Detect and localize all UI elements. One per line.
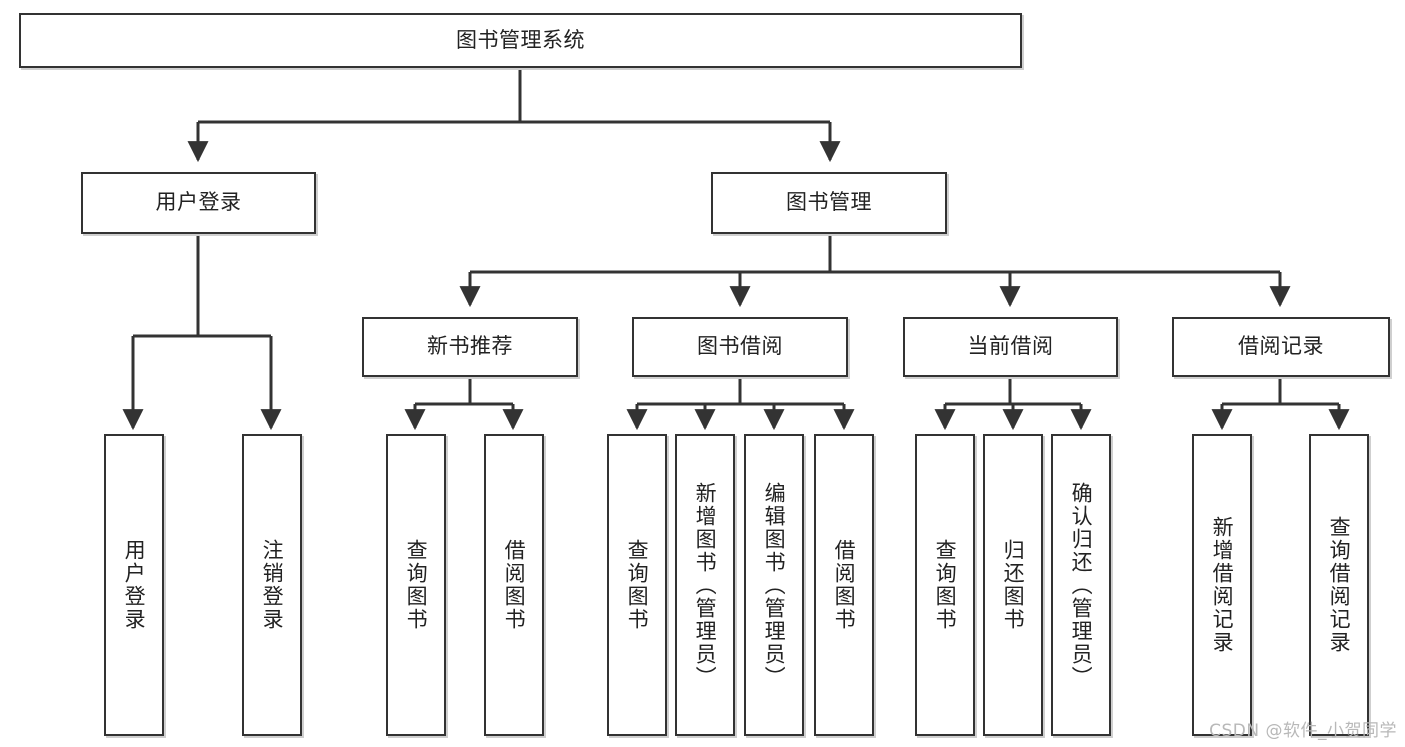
- node-label: 查询借阅记录: [1327, 516, 1352, 654]
- node-label: 借阅记录: [1238, 334, 1324, 359]
- node-leaf-query-book-current[interactable]: 查询图书: [915, 434, 975, 736]
- node-leaf-add-borrowing-record[interactable]: 新增借阅记录: [1192, 434, 1252, 736]
- node-leaf-query-borrowing-record[interactable]: 查询借阅记录: [1309, 434, 1369, 736]
- node-leaf-query-book-recommendation[interactable]: 查询图书: [386, 434, 446, 736]
- node-label: 新增借阅记录: [1210, 516, 1235, 654]
- node-leaf-return-book[interactable]: 归还图书: [983, 434, 1043, 736]
- node-book-borrowing[interactable]: 图书借阅: [632, 317, 848, 377]
- node-user-login[interactable]: 用户登录: [81, 172, 316, 234]
- node-label: 编辑图书（管理员）: [762, 481, 787, 689]
- node-leaf-query-book-borrowing[interactable]: 查询图书: [607, 434, 667, 736]
- node-leaf-user-login[interactable]: 用户登录: [104, 434, 164, 736]
- node-label: 当前借阅: [967, 334, 1054, 359]
- node-borrowing-record[interactable]: 借阅记录: [1172, 317, 1390, 377]
- node-new-book-recommendation[interactable]: 新书推荐: [362, 317, 578, 377]
- node-leaf-edit-book-admin[interactable]: 编辑图书（管理员）: [744, 434, 804, 736]
- node-label: 图书管理系统: [456, 27, 585, 52]
- node-label: 用户登录: [122, 539, 147, 631]
- node-current-borrowing[interactable]: 当前借阅: [903, 317, 1118, 377]
- node-label: 新书推荐: [427, 334, 513, 359]
- node-leaf-borrow-book-borrowing[interactable]: 借阅图书: [814, 434, 874, 736]
- csdn-watermark: CSDN @软件_小贺同学: [1209, 721, 1397, 741]
- node-book-management[interactable]: 图书管理: [711, 172, 947, 234]
- node-root-book-management-system[interactable]: 图书管理系统: [19, 13, 1022, 68]
- node-label: 图书借阅: [697, 334, 783, 359]
- node-label: 归还图书: [1001, 539, 1026, 631]
- node-leaf-user-logout[interactable]: 注销登录: [242, 434, 302, 736]
- node-leaf-borrow-book-recommendation[interactable]: 借阅图书: [484, 434, 544, 736]
- node-label: 图书管理: [786, 190, 872, 215]
- node-label: 借阅图书: [832, 539, 857, 631]
- node-label: 用户登录: [155, 190, 242, 215]
- node-label: 确认归还（管理员）: [1069, 481, 1094, 689]
- node-label: 查询图书: [404, 539, 429, 631]
- node-label: 查询图书: [933, 539, 958, 631]
- node-leaf-confirm-return-admin[interactable]: 确认归还（管理员）: [1051, 434, 1111, 736]
- node-label: 借阅图书: [502, 539, 527, 631]
- node-label: 注销登录: [260, 539, 285, 631]
- node-label: 新增图书（管理员）: [693, 481, 718, 689]
- node-label: 查询图书: [625, 539, 650, 631]
- node-leaf-add-book-admin[interactable]: 新增图书（管理员）: [675, 434, 735, 736]
